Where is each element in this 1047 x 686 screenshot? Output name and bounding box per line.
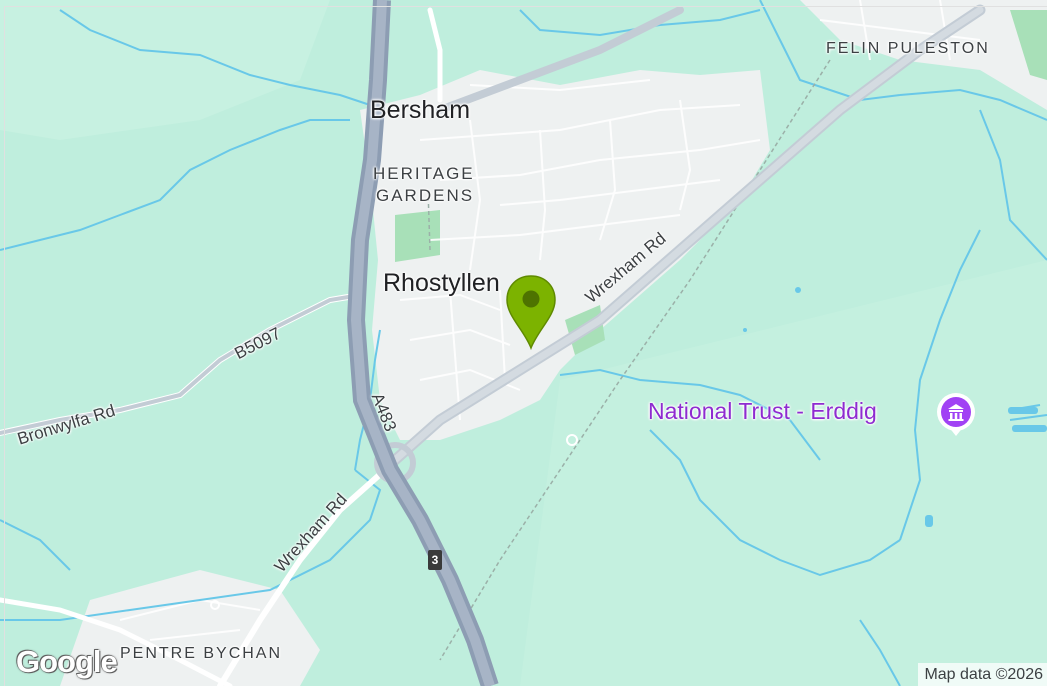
place-label-felin-puleston: FELIN PULESTON <box>826 40 990 57</box>
place-label-heritage-gardens: HERITAGE GARDENS <box>373 163 475 207</box>
place-label-bersham: Bersham <box>370 96 471 124</box>
google-logo: Google <box>16 644 118 679</box>
museum-icon[interactable] <box>934 392 978 440</box>
place-label-heritage-line1: HERITAGE <box>373 164 475 183</box>
map-attribution[interactable]: Map data ©2026 <box>918 663 1047 686</box>
place-label-heritage-line2: GARDENS <box>376 186 475 205</box>
map-pin-icon[interactable] <box>504 274 558 352</box>
place-label-rhostyllen: Rhostyllen <box>383 269 500 297</box>
place-label-pentre-bychan: PENTRE BYCHAN <box>120 645 283 662</box>
junction-number-shield: 3 <box>428 550 442 570</box>
poi-label-erddig[interactable]: National Trust - Erddig <box>648 398 877 424</box>
